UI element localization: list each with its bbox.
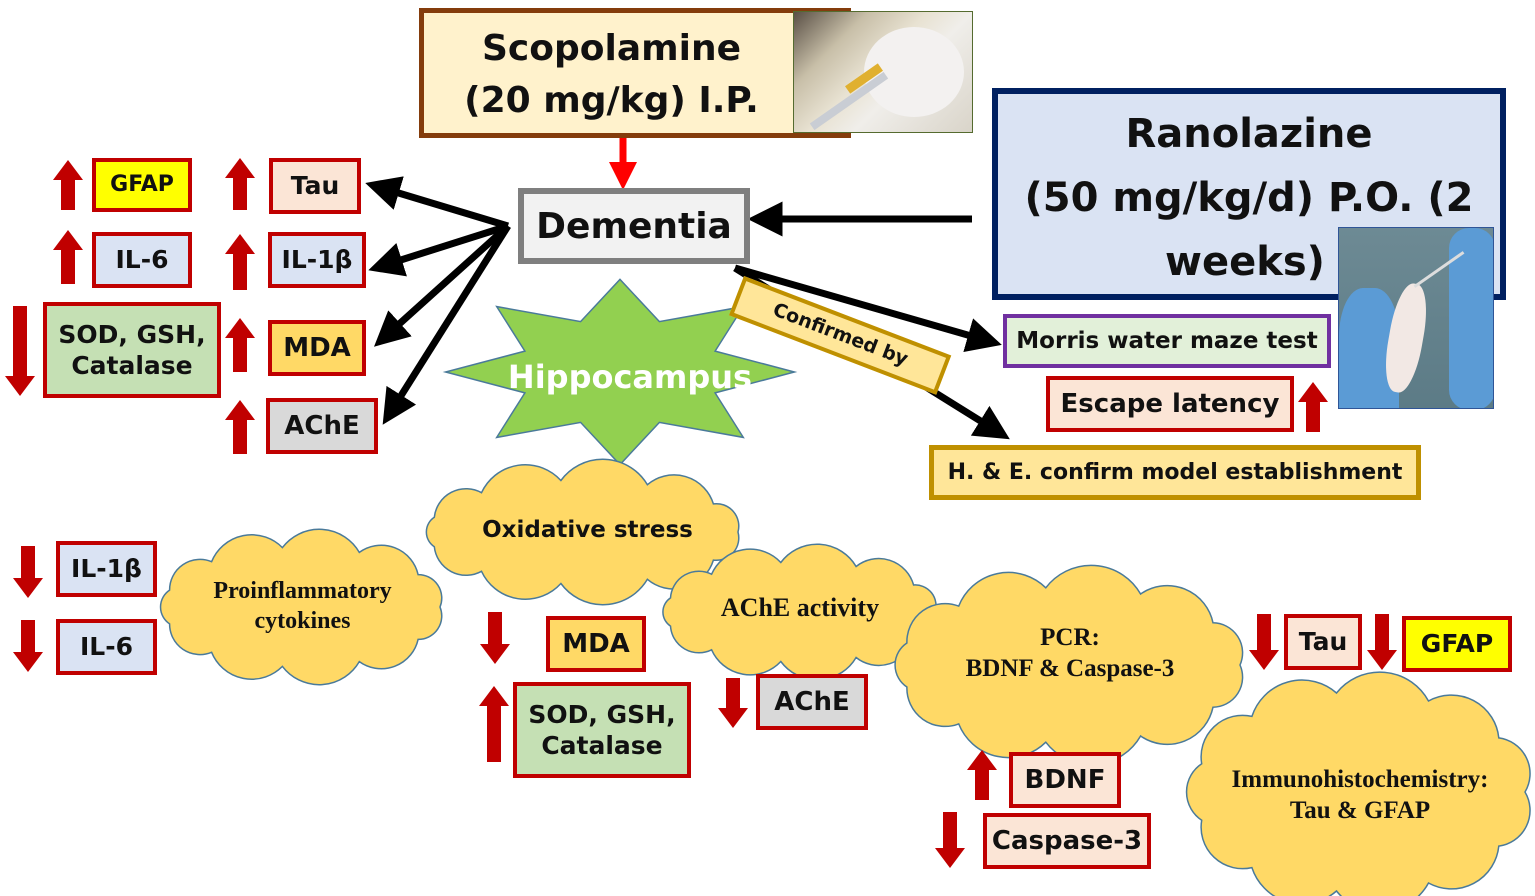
ranolazine-title: Ranolazine xyxy=(1125,111,1373,157)
treat-bdnf-label: BDNF xyxy=(1024,764,1106,795)
escape-latency-label: Escape latency xyxy=(1060,388,1280,419)
treat-ache-arrow-down-icon xyxy=(718,678,748,728)
model-sod-box: SOD, GSH, Catalase xyxy=(43,302,221,398)
dementia-to-morris-arrow xyxy=(734,264,1002,352)
arrow-to-ache xyxy=(382,224,511,425)
dementia-effect-arrows xyxy=(365,176,1010,440)
treat-sod-line1: SOD, GSH, xyxy=(528,699,676,729)
scopolamine-title: Scopolamine xyxy=(481,28,742,69)
ache-activity-text: AChE activity xyxy=(680,588,920,628)
model-sod-line1: SOD, GSH, xyxy=(58,319,206,349)
treat-il6-label: IL-6 xyxy=(79,632,133,662)
pcr-line2: BDNF & Caspase-3 xyxy=(965,655,1175,682)
model-il1b-box: IL-1β xyxy=(268,232,366,288)
scopolamine-box: Scopolamine (20 mg/kg) I.P. xyxy=(419,8,851,138)
model-il1b-arrow-up-icon xyxy=(225,234,255,290)
treat-il1b-label: IL-1β xyxy=(71,554,142,584)
treat-gfap-arrow-down-icon xyxy=(1367,614,1397,670)
treat-il1b-arrow-down-icon xyxy=(13,546,43,598)
treat-tau-box: Tau xyxy=(1284,614,1362,670)
morris-water-maze-label: Morris water maze test xyxy=(1016,327,1318,354)
ihc-text: Immunohistochemistry: Tau & GFAP xyxy=(1200,757,1520,833)
ache-activity-label: AChE activity xyxy=(720,592,880,622)
model-sod-line2: Catalase xyxy=(71,351,193,380)
ihc-line2: Tau & GFAP xyxy=(1289,797,1431,824)
scopolamine-dose: (20 mg/kg) I.P. xyxy=(464,80,759,121)
model-gfap-arrow-up-icon xyxy=(53,160,83,210)
escape-latency-box: Escape latency xyxy=(1046,376,1294,432)
treat-il1b-box: IL-1β xyxy=(56,541,157,597)
treat-gfap-label: GFAP xyxy=(1420,629,1494,659)
he-confirm-label: H. & E. confirm model establishment xyxy=(947,459,1403,485)
model-mda-label: MDA xyxy=(283,332,351,363)
treat-sod-arrow-up-icon xyxy=(479,686,509,762)
treat-il6-box: IL-6 xyxy=(56,619,157,675)
treat-ache-label: AChE xyxy=(774,686,850,717)
pcr-line1: PCR: xyxy=(1040,623,1100,651)
treat-ache-box: AChE xyxy=(756,674,868,730)
treat-caspase3-box: Caspase-3 xyxy=(983,813,1151,869)
rat-oral-gavage-photo xyxy=(1338,227,1494,409)
he-confirm-box: H. & E. confirm model establishment xyxy=(929,445,1421,500)
treat-caspase3-label: Caspase-3 xyxy=(991,825,1143,856)
proinflammatory-line2: cytokines xyxy=(254,608,351,634)
cloud-pcr xyxy=(894,564,1244,766)
clouds xyxy=(159,458,1531,896)
treat-sod-box: SOD, GSH, Catalase xyxy=(513,682,691,778)
model-tau-arrow-up-icon xyxy=(225,158,255,210)
oxidative-stress-text: Oxidative stress xyxy=(440,510,735,550)
hippocampus-label: Hippocampus xyxy=(507,358,753,396)
dementia-label: Dementia xyxy=(536,205,732,247)
treat-tau-label: Tau xyxy=(1298,627,1348,657)
model-il1b-label: IL-1β xyxy=(281,245,353,275)
ranolazine-duration: weeks) xyxy=(1165,239,1325,285)
ihc-line1: Immunohistochemistry: xyxy=(1231,765,1489,793)
proinflammatory-text: Proinflammatory cytokines xyxy=(170,570,435,642)
model-ache-box: AChE xyxy=(266,398,378,454)
model-tau-box: Tau xyxy=(269,158,361,214)
arrow-to-tau xyxy=(365,176,510,230)
model-tau-label: Tau xyxy=(290,171,340,201)
treat-mda-label: MDA xyxy=(562,628,630,659)
cloud-ache-activity xyxy=(662,543,937,681)
escape-latency-arrow-up-icon xyxy=(1298,382,1328,432)
model-mda-box: MDA xyxy=(268,320,366,376)
treat-bdnf-arrow-up-icon xyxy=(967,750,997,800)
red-arrows xyxy=(5,158,1397,868)
model-il6-label: IL-6 xyxy=(115,245,169,275)
morris-water-maze-box: Morris water maze test xyxy=(1003,314,1331,368)
model-ache-arrow-up-icon xyxy=(225,400,255,454)
model-il6-box: IL-6 xyxy=(92,232,192,288)
model-sod-arrow-down-icon xyxy=(5,306,35,396)
arrow-to-il1b xyxy=(368,222,510,277)
model-mda-arrow-up-icon xyxy=(225,318,255,372)
dementia-box: Dementia xyxy=(518,188,750,264)
cloud-ihc xyxy=(1185,671,1531,896)
cloud-oxidative-stress xyxy=(425,458,740,606)
treat-gfap-box: GFAP xyxy=(1402,616,1512,672)
model-gfap-label: GFAP xyxy=(110,172,174,198)
treat-tau-arrow-down-icon xyxy=(1249,614,1279,670)
mouse-injection-photo xyxy=(793,11,973,133)
arrow-to-mda xyxy=(373,223,511,347)
model-gfap-box: GFAP xyxy=(92,158,192,212)
treat-mda-arrow-down-icon xyxy=(480,612,510,664)
treat-sod-line2: Catalase xyxy=(541,731,663,760)
treat-mda-box: MDA xyxy=(546,616,646,672)
pcr-text: PCR: BDNF & Caspase-3 xyxy=(920,615,1220,691)
cloud-proinflammatory xyxy=(159,528,443,686)
treat-caspase3-arrow-down-icon xyxy=(935,812,965,868)
model-il6-arrow-up-icon xyxy=(53,230,83,284)
ranolazine-dose: (50 mg/kg/d) P.O. (2 xyxy=(1024,175,1474,221)
oxidative-stress-label: Oxidative stress xyxy=(482,516,693,543)
treat-bdnf-box: BDNF xyxy=(1009,752,1121,808)
proinflammatory-line1: Proinflammatory xyxy=(213,578,392,604)
model-ache-label: AChE xyxy=(284,410,360,441)
treat-il6-arrow-down-icon xyxy=(13,620,43,672)
